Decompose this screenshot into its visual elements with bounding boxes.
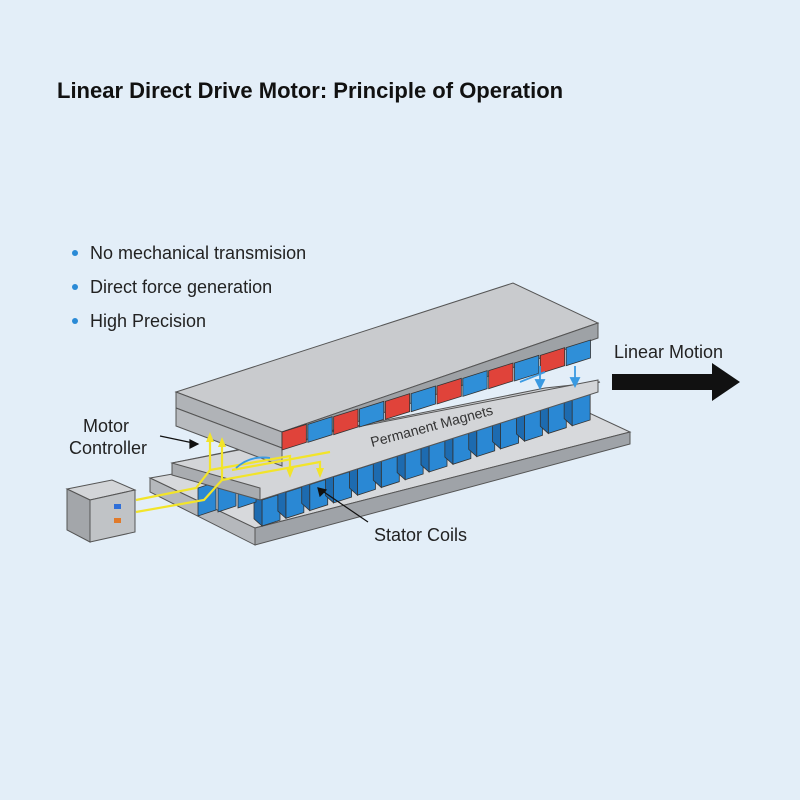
diagram-title: Linear Direct Drive Motor: Principle of … [57, 78, 564, 103]
signal-wires [135, 440, 331, 514]
magnet-block [333, 408, 359, 436]
magnet-block [307, 416, 333, 443]
linear-motion-label: Linear Motion [614, 342, 724, 362]
motor-controller-label-line2: Controller [69, 438, 148, 458]
right-arrow-icon [612, 363, 740, 401]
magnet-block [359, 400, 385, 428]
magnet-block [462, 370, 488, 397]
field-arrows [235, 366, 581, 469]
connector-port [114, 518, 121, 523]
feature-label: High Precision [90, 311, 207, 331]
feature-label: No mechanical transmision [90, 243, 307, 263]
wire-arrows [206, 432, 324, 478]
motor-controller-label-line1: Motor [83, 416, 130, 436]
magnet-block [436, 377, 462, 405]
feature-list: No mechanical transmision Direct force g… [72, 240, 306, 342]
magnet-block [514, 354, 540, 382]
feature-item: No mechanical transmision [72, 240, 306, 274]
bullet-dot-icon [72, 318, 78, 324]
feature-item: High Precision [72, 308, 306, 342]
stator-coils-label: Stator Coils [374, 525, 468, 545]
feature-item: Direct force generation [72, 274, 306, 308]
motor-controller-label: Motor Controller [69, 415, 147, 459]
magnet-block [384, 393, 411, 420]
magnet-block [410, 385, 436, 413]
magnet-block [565, 339, 591, 367]
magnet-block [488, 362, 514, 390]
magnet-block [281, 423, 307, 451]
bullet-dot-icon [72, 250, 78, 256]
feature-label: Direct force generation [90, 277, 273, 297]
leader-lines [159, 435, 369, 523]
motor-controller-box [65, 479, 137, 543]
bullet-dot-icon [72, 284, 78, 290]
connector-port [114, 504, 121, 509]
permanent-magnets [281, 339, 591, 451]
